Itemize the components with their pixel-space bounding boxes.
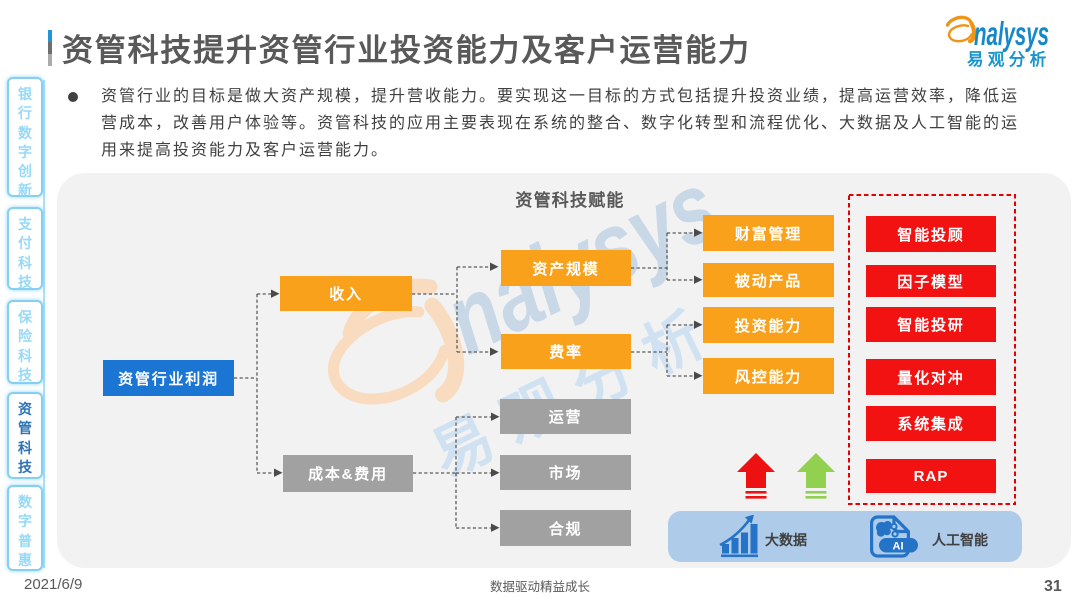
svg-text:nalysys: nalysys [974, 15, 1049, 52]
svg-text:AI: AI [893, 541, 904, 553]
svg-text:易观分析: 易观分析 [967, 49, 1051, 69]
